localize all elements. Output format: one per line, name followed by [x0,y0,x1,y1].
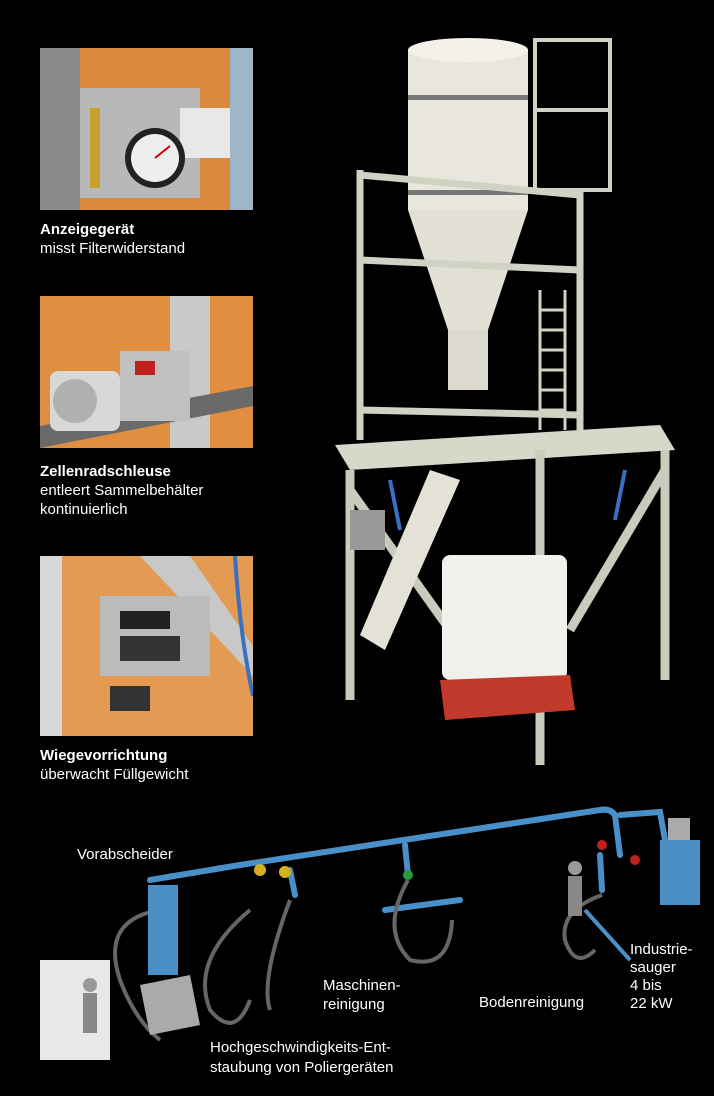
hochgeschwindigkeit-label-1: Hochgeschwindigkeits-Ent- [210,1039,391,1056]
maschinenreinigung-label-2: reinigung [323,996,385,1013]
industriesauger-label-1: Industrie- [630,941,693,958]
rotary-valve-photo [40,296,253,448]
rotary-valve-title: Zellenradschleuse [40,463,171,480]
industriesauger-label-3: 4 bis [630,977,662,994]
hochgeschwindigkeit-label-2: staubung von Poliergeräten [210,1059,394,1076]
weighing-title: Wiegevorrichtung [40,747,168,764]
gauge-title: Anzeigegerät [40,221,135,238]
maschinenreinigung-label-1: Maschinen- [323,977,401,994]
industriesauger-label-4: 22 kW [630,995,673,1012]
weighing-caption: Wiegevorrichtung überwacht Füllgewicht [40,746,188,784]
rotary-valve-caption: Zellenradschleuse entleert Sammelbehälte… [40,462,250,519]
vacuum-system-diagram [40,800,710,1080]
weighing-desc: überwacht Füllgewicht [40,766,189,783]
rotary-valve-desc: entleert Sammelbehälter kontinuierlich [40,482,204,518]
bodenreinigung-label: Bodenreinigung [479,994,585,1011]
weighing-photo [40,556,253,736]
industriesauger-label-2: sauger [630,959,676,976]
gauge-photo [40,48,253,210]
dust-collector-illustration [330,30,710,775]
vorabscheider-label: Vorabscheider [77,846,173,863]
gauge-desc: misst Filterwiderstand [40,240,186,257]
gauge-caption: Anzeigegerät misst Filterwiderstand [40,220,185,258]
